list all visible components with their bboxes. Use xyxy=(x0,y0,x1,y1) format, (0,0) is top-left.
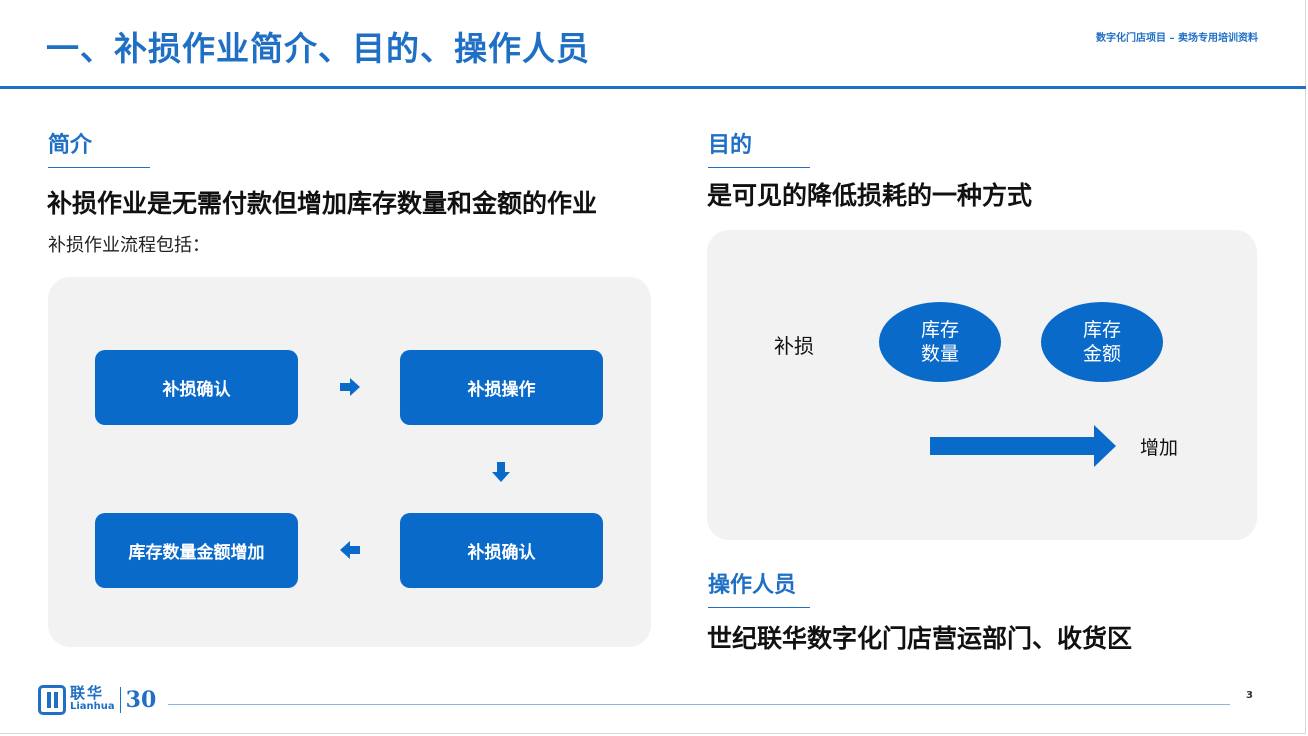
flow-step-3: 补损确认 xyxy=(400,513,603,588)
ellipse2-line2: 金额 xyxy=(1082,343,1121,365)
logo-mark xyxy=(38,685,66,715)
inventory-quantity-ellipse: 库存 数量 xyxy=(879,302,1001,382)
flow-step-2: 补损操作 xyxy=(400,350,603,425)
inventory-amount-ellipse: 库存 金额 xyxy=(1041,302,1163,382)
intro-underline xyxy=(48,167,150,168)
page-number: 3 xyxy=(1246,690,1253,701)
operators-underline xyxy=(708,607,810,608)
logo-separator xyxy=(119,687,121,713)
arrow-right-icon xyxy=(340,378,360,396)
flow-panel xyxy=(48,277,651,647)
purpose-underline xyxy=(708,167,810,168)
lianhua-logo-icon: 联华 Lianhua 30 xyxy=(38,685,156,715)
footer-divider xyxy=(168,704,1230,705)
operators-statement: 世纪联华数字化门店营运部门、收货区 xyxy=(707,624,1133,653)
intro-label: 简介 xyxy=(48,133,93,158)
header-divider xyxy=(0,86,1306,89)
purpose-statement: 是可见的降低损耗的一种方式 xyxy=(707,181,1033,210)
ellipse1-line2: 数量 xyxy=(920,343,959,365)
purpose-label: 目的 xyxy=(708,133,753,158)
wide-arrow-right-icon xyxy=(930,425,1116,467)
logo-text: 联华 Lianhua xyxy=(70,686,115,714)
header-tag: 数字化门店项目 – 卖场专用培训资料 xyxy=(1096,33,1258,44)
intro-statement: 补损作业是无需付款但增加库存数量和金额的作业 xyxy=(47,189,598,218)
intro-subtext: 补损作业流程包括： xyxy=(48,235,210,256)
logo-en: Lianhua xyxy=(70,701,115,712)
arrow-left-icon xyxy=(340,541,360,559)
logo-anniversary: 30 xyxy=(125,687,157,713)
purpose-source-text: 补损 xyxy=(774,334,814,358)
operators-label: 操作人员 xyxy=(708,573,797,598)
arrow-down-icon xyxy=(492,462,510,482)
logo-cn: 联华 xyxy=(70,684,105,702)
page-title: 一、补损作业简介、目的、操作人员 xyxy=(46,29,590,68)
ellipse2-line1: 库存 xyxy=(1082,319,1121,341)
flow-step-4: 库存数量金额增加 xyxy=(95,513,298,588)
purpose-panel xyxy=(707,230,1257,540)
ellipse1-line1: 库存 xyxy=(920,319,959,341)
flow-step-1: 补损确认 xyxy=(95,350,298,425)
arrow-label: 增加 xyxy=(1140,437,1179,459)
